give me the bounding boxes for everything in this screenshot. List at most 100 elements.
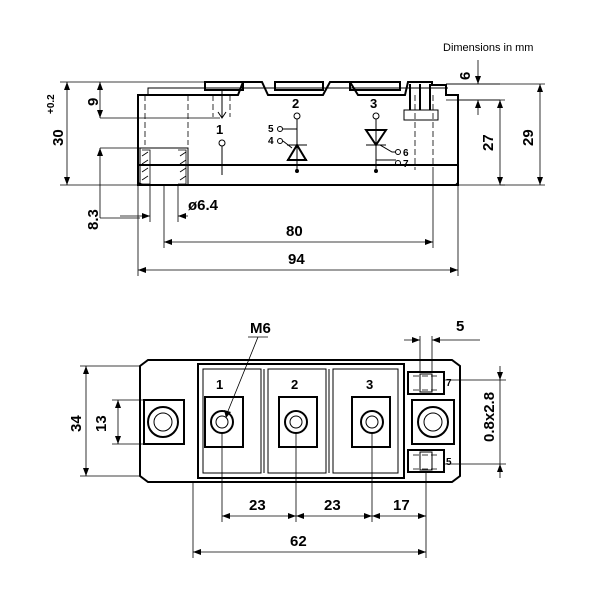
side-label-5: 5: [268, 124, 274, 135]
mount-hole-right-outer: [417, 406, 449, 438]
dim-6-lines: [446, 60, 500, 115]
dim-9-lines: [99, 82, 220, 119]
dim-80-lines: [163, 170, 434, 248]
top-label-2: 2: [291, 377, 298, 392]
side-hole-hatch-lines: [141, 151, 187, 181]
dim-62-label: 62: [290, 533, 307, 550]
dim-5-label: 5: [456, 318, 464, 335]
dim-13-label: 13: [93, 415, 110, 432]
dim-29-label: 29: [520, 129, 537, 146]
terminal-nut-2: [278, 396, 318, 448]
gate-wires-2: [376, 144, 396, 161]
side-aux-pins: [409, 84, 431, 110]
aux-pin-7-housing: [407, 371, 445, 395]
units-note: Dimensions in mm: [443, 42, 533, 54]
terminal-cell-3: [332, 368, 399, 474]
terminal-cell-1: [202, 368, 262, 474]
dim-6-arrows: [475, 76, 481, 108]
aux-pin-hidden: [413, 375, 440, 470]
mount-hole-left-outer: [147, 406, 179, 438]
dim-m6-leader: [225, 336, 268, 417]
dim-8.3-lines: [99, 147, 140, 219]
aux-pin-5: [419, 451, 433, 471]
side-hole-hatch: [142, 149, 187, 185]
dim-27-lines: [458, 99, 505, 186]
terminal-3-node: [372, 112, 380, 120]
side-label-1: 1: [216, 122, 223, 137]
mount-hole-right-inner: [423, 412, 443, 432]
terminal-6-node: [395, 149, 401, 155]
dim-30-label: 30: [50, 129, 67, 146]
dim-30-tolerance: +0.2: [46, 94, 57, 114]
side-hidden-lines-3: [144, 95, 189, 145]
terminal-3-dot: [374, 169, 378, 173]
side-stem-1-tip: [217, 111, 227, 119]
side-hidden-lines-2: [414, 95, 434, 170]
dim-6-label: 6: [457, 72, 474, 80]
top-label-5: 5: [446, 457, 452, 468]
screw-1-outer: [210, 410, 234, 434]
side-label-4: 4: [268, 136, 274, 147]
screw-2-outer: [284, 410, 308, 434]
terminal-nut-1: [204, 396, 244, 448]
side-schematic: 1 2 5 4 3 6 7: [216, 96, 409, 175]
dim-0.8x2.8-label: 0.8x2.8: [481, 392, 498, 442]
side-terminal-tab-3: [349, 81, 401, 91]
side-aux-pin-body: [403, 109, 439, 121]
terminal-5-node: [277, 126, 283, 132]
dim-23a-label: 23: [249, 497, 266, 514]
dim-9-label: 9: [85, 98, 102, 106]
side-base-plate: [137, 164, 459, 186]
top-view: 7 5 1 2 3 M6 34 13 5 0.8x2.8 23 23 17: [68, 318, 506, 558]
dim-5-lines: [404, 336, 480, 372]
dim-m6-label: M6: [250, 320, 271, 337]
terminal-7-node: [395, 160, 401, 166]
dim-5-arrows: [412, 337, 440, 343]
top-housing-outline: [139, 359, 461, 483]
screw-1-inner: [215, 415, 229, 429]
top-label-7: 7: [446, 378, 452, 389]
dim-29-lines: [446, 83, 545, 186]
terminal-2-dot: [295, 169, 299, 173]
side-terminal-tab-1: [204, 81, 244, 91]
dim-80-label: 80: [286, 223, 303, 240]
side-label-7: 7: [403, 159, 409, 170]
side-hidden-lines-1: [212, 95, 231, 117]
dim-6.4-label: ø6.4: [188, 197, 219, 214]
dim-30-lines: [60, 81, 205, 186]
screw-3-inner: [365, 415, 379, 429]
terminal-cell-2: [267, 368, 327, 474]
thyristor-symbol-1: [286, 143, 308, 161]
dim-9-arrows: [97, 82, 103, 118]
dim-23-23-17-lines: [221, 433, 427, 522]
top-inner-frame: [197, 363, 405, 479]
dim-8.3-arrows: [97, 148, 103, 156]
side-terminal-tab-2: [274, 81, 324, 91]
side-top-ridge: [147, 87, 448, 95]
dim-94-label: 94: [288, 251, 305, 268]
dim-34-lines: [80, 365, 140, 477]
dim-34-label: 34: [68, 415, 85, 432]
terminal-1-node: [218, 139, 226, 147]
dim-62-lines: [192, 482, 427, 558]
dim-0.8x2.8-lines: [444, 366, 506, 478]
top-label-1: 1: [216, 377, 223, 392]
cell-dividers: [263, 369, 330, 473]
dim-94-lines: [137, 185, 459, 276]
screw-3-outer: [360, 410, 384, 434]
aux-pin-7: [419, 373, 433, 393]
dim-17-label: 17: [393, 497, 410, 514]
mount-pad-right: [411, 399, 455, 445]
screw-2-inner: [289, 415, 303, 429]
terminal-2-node: [293, 112, 301, 120]
side-label-2: 2: [292, 96, 299, 111]
side-view: 1 2 5 4 3 6 7: [46, 60, 545, 276]
dim-23b-label: 23: [324, 497, 341, 514]
side-label-3: 3: [370, 96, 377, 111]
terminal-nut-3: [351, 396, 391, 448]
side-label-6: 6: [403, 148, 409, 159]
mount-hole-left-inner: [153, 412, 173, 432]
dim-27-label: 27: [480, 134, 497, 151]
